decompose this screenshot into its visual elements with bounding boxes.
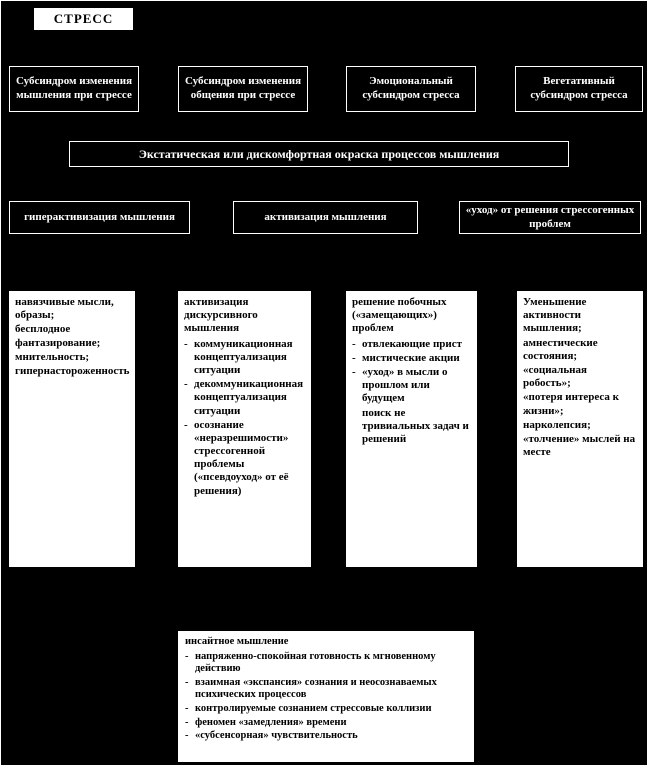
insight-item-text: «субсенсорная» чувствительность (195, 730, 358, 742)
insight-item-text: феномен «замедления» времени (195, 716, 347, 728)
subsyndrome-box-4: Вегетативный субсиндром стресса (515, 66, 643, 112)
subsyndrome-box-2: Субсиндром изменения общения при стрессе (178, 66, 308, 112)
insight-box: инсайтное мышление -напряженно-спокойная… (178, 631, 474, 762)
insight-item: -взаимная «экспансия» сознания и неосозн… (185, 677, 467, 702)
dash-marker: - (352, 365, 356, 378)
insight-item-text: напряженно-спокойная готовность к мгнове… (195, 650, 436, 675)
stress-title-box: СТРЕСС (34, 8, 133, 30)
insight-item: -контролируемые сознанием стрессовые кол… (185, 703, 467, 716)
detail-box-2: активизация дискурсивного мышления-комму… (178, 291, 311, 567)
mode-box-1: гиперактивизация мышления (9, 201, 190, 234)
detail-line: навязчивые мысли, образы; (15, 296, 114, 322)
dash-marker: - (352, 351, 356, 364)
mode-box-2: активизация мышления (233, 201, 418, 234)
insight-item: -напряженно-спокойная готовность к мгнов… (185, 651, 467, 676)
detail-item-text: коммуникационная концептуализация ситуац… (194, 337, 293, 376)
detail-line: нарколепсия; (523, 418, 591, 431)
detail-item-text: декоммуникационная концептуализация ситу… (194, 378, 304, 417)
detail-line: амнестические состояния; (523, 336, 598, 362)
detail-box-1: навязчивые мысли, образы;бесплодное фант… (9, 291, 135, 567)
insight-item-text: взаимная «экспансия» сознания и неосозна… (195, 676, 437, 701)
dash-marker: - (352, 337, 356, 350)
banner-box: Экстатическая или дискомфортная окраска … (69, 141, 569, 167)
dash-marker: - (184, 337, 188, 350)
dash-marker: - (185, 676, 189, 688)
insight-item: -«субсенсорная» чувствительность (185, 730, 467, 743)
detail-box-4: Уменьшение активности мышления;амнестиче… (517, 291, 643, 567)
detail-line: «социальная робость»; (523, 363, 587, 390)
insight-heading: инсайтное мышление (185, 636, 289, 647)
dash-marker: - (184, 378, 188, 391)
detail-item-text: «уход» в мысли о прошлом или будущем (362, 365, 448, 405)
subsyndrome-box-3: Эмоциональный субсиндром стресса (346, 66, 476, 112)
detail-line: бесплодное фантазирование; (15, 323, 101, 349)
detail-item-text: осознание «неразрешимости» стрессогенной… (194, 418, 289, 497)
mode-box-3: «уход» от решения стрессогенных проблем (459, 201, 641, 234)
detail-heading: решение побочных («замещающих») проблем (352, 296, 447, 335)
detail-heading: активизация дискурсивного мышления (184, 296, 258, 335)
detail-item-text: мистические акции (362, 351, 460, 364)
insight-item-text: контролируемые сознанием стрессовые колл… (195, 702, 432, 714)
detail-line: мнительность; (15, 350, 90, 363)
detail-item: -мистические акции (352, 352, 471, 365)
detail-item: -декоммуникационная концептуализация сит… (184, 378, 305, 418)
detail-line: «потеря интереса к жизни»; (523, 391, 619, 417)
detail-line: «толчение» мыслей на месте (523, 432, 636, 459)
dash-marker: - (185, 716, 189, 728)
dash-marker: - (185, 702, 189, 714)
detail-item: -отвлекающие прист (352, 338, 471, 351)
dash-marker: - (185, 730, 189, 742)
insight-item: -феномен «замедления» времени (185, 717, 467, 730)
detail-item-text: отвлекающие прист (362, 337, 463, 350)
detail-box-3: решение побочных («замещающих») проблем -… (346, 291, 477, 567)
detail-item: -осознание «неразрешимости» стрессогенно… (184, 419, 305, 498)
detail-item: -«уход» в мысли о прошлом или будущем (352, 366, 471, 406)
detail-line: Уменьшение активности мышления; (523, 296, 587, 335)
detail-item: -коммуникационная концептуализация ситуа… (184, 338, 305, 378)
subsyndrome-box-1: Субсиндром изменения мышления при стресс… (9, 66, 139, 112)
detail-footer-line: поиск не тривиальных задач и решений (362, 406, 469, 445)
dash-marker: - (184, 418, 188, 431)
dash-marker: - (185, 650, 189, 662)
detail-line: гипернастороженность (15, 364, 130, 377)
